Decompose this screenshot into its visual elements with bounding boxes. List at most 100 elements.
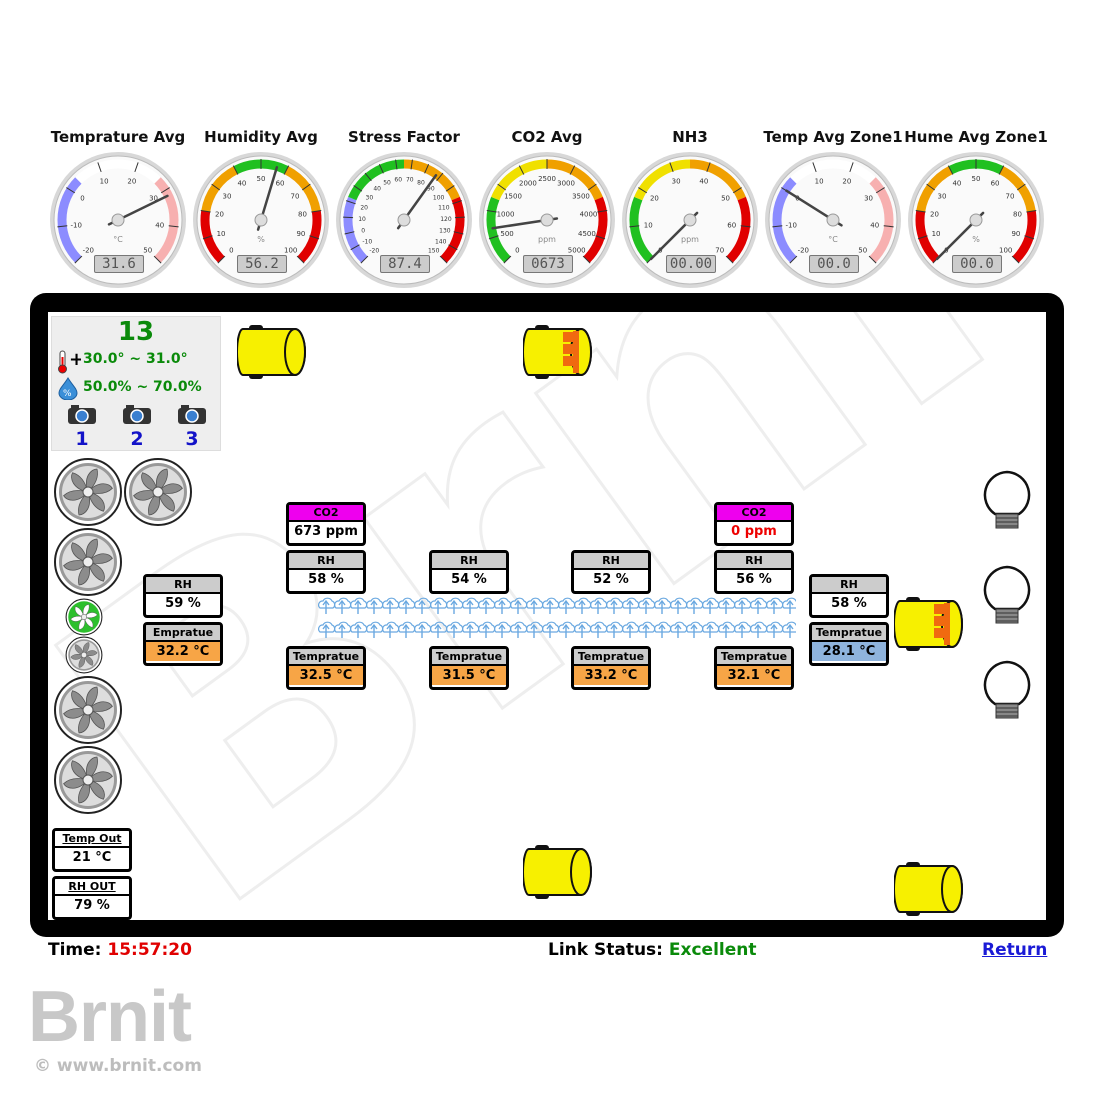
airflow-cloud-icon [494,597,512,614]
gauge-5-dial: 010203040506070ppm [622,152,758,288]
gauge-tick-label: 90 [296,230,305,238]
co2-sensor-1-label: CO2 [289,505,363,522]
camera-3-button[interactable]: 3 [176,403,208,449]
gauge-tick-label: 40 [237,180,246,188]
gauge-tick-label: 80 [417,180,425,187]
gauge-tick-label: 80 [1013,210,1022,218]
temp-sensor-5[interactable]: Tempratue 32.1 °C [714,646,794,690]
light-bulb-2[interactable] [981,565,1033,629]
fan-icon [65,636,103,674]
rh-sensor-1[interactable]: RH 59 % [143,574,223,618]
active-heater-4[interactable] [893,595,968,657]
gauge-tick-label: 10 [217,230,226,238]
gauge-tick-label: 40 [870,222,879,230]
airflow-cloud-icon [430,621,448,638]
rh-sensor-2[interactable]: RH 58 % [286,550,366,594]
rh-sensor-2-label: RH [289,553,363,570]
temp-sensor-3[interactable]: Tempratue 31.5 °C [429,646,509,690]
outside-temp-sensor[interactable]: Temp Out 21 °C [52,828,132,872]
gauge-tick-label: 20 [360,205,368,212]
gauge-4-title: CO2 Avg [511,128,583,146]
gauge-unit: ppm [681,235,699,244]
airflow-cloud-icon [494,621,512,638]
fan-6[interactable] [53,675,123,749]
gauge-2-title: Humidity Avg [204,128,318,146]
airflow-cloud-icon [478,597,496,614]
airflow-cloud-icon [510,621,528,638]
heater-3[interactable] [522,843,597,905]
airflow-cloud-icon [590,597,608,614]
rh-sensor-3[interactable]: RH 54 % [429,550,509,594]
gauge-tick-label: 100 [999,247,1012,255]
airflow-cloud-icon [366,621,384,638]
outside-rh-sensor[interactable]: RH OUT 79 % [52,876,132,920]
thermometer-icon: + [57,349,84,379]
airflow-indicator [318,597,796,638]
co2-sensor-2[interactable]: CO2 0 ppm [714,502,794,546]
rh-sensor-4[interactable]: RH 52 % [571,550,651,594]
gauge-tick-label: 10 [358,216,366,223]
gauge-tick-label: 50 [257,175,266,183]
fan-2[interactable] [123,457,193,531]
airflow-cloud-icon [446,621,464,638]
return-link[interactable]: Return [982,940,1048,960]
active-heater-2[interactable] [522,323,597,385]
rh-sensor-3-label: RH [432,553,506,570]
gauge-tick-label: 110 [438,205,450,212]
airflow-cloud-icon [350,597,368,614]
fan-3[interactable] [53,527,123,601]
link-status-value: Excellent [668,940,757,960]
airflow-cloud-icon [558,597,576,614]
temp-sensor-3-value: 31.5 °C [432,666,506,685]
rh-sensor-1-label: RH [146,577,220,594]
gauge-tick-label: 1000 [497,210,515,218]
airflow-cloud-icon [638,597,656,614]
gauge-7-title: Hume Avg Zone1 [904,128,1048,146]
fan-4[interactable] [65,598,103,640]
gauge-tick-label: 150 [428,248,440,255]
heater-5[interactable] [893,860,968,922]
airflow-cloud-icon [734,597,752,614]
airflow-cloud-icon [766,597,784,614]
temp-sensor-1[interactable]: Empratue 32.2 °C [143,622,223,666]
light-bulb-1[interactable] [981,470,1033,534]
airflow-cloud-icon [446,597,464,614]
gauge-tick-label: 90 [427,186,435,193]
rh-sensor-6-label: RH [812,577,886,594]
humidity-icon: % [56,376,80,404]
fan-icon [124,458,192,526]
gauge-3-readout: 87.4 [380,255,430,273]
rh-sensor-6[interactable]: RH 58 % [809,574,889,618]
gauge-1-readout: 31.6 [94,255,144,273]
gauge-tick-label: 3500 [572,192,590,200]
gauge-tick-label: 20 [930,210,939,218]
temp-sensor-4[interactable]: Tempratue 33.2 °C [571,646,651,690]
fan-7[interactable] [53,745,123,819]
temp-sensor-6[interactable]: Tempratue 28.1 °C [809,622,889,666]
rh-sensor-5[interactable]: RH 56 % [714,550,794,594]
temp-sensor-5-label: Tempratue [717,649,791,666]
gauge-tick-label: 10 [932,230,941,238]
fan-1[interactable] [53,457,123,531]
gauge-tick-label: 40 [952,180,961,188]
camera-1-button[interactable]: 1 [66,403,98,449]
gauge-tick-label: 100 [433,194,445,201]
gauge-tick-label: 4500 [578,230,596,238]
temp-sensor-2[interactable]: Tempratue 32.5 °C [286,646,366,690]
rh-sensor-5-value: 56 % [736,572,772,587]
light-bulb-3[interactable] [981,660,1033,724]
co2-sensor-1[interactable]: CO2 673 ppm [286,502,366,546]
gauge-tick-label: 40 [699,177,708,185]
heater-icon [893,597,963,651]
gauge-7: Hume Avg Zone10102030405060708090100%00.… [904,128,1048,288]
gauge-tick-label: 120 [440,216,452,223]
gauge-tick-label: 40 [373,186,381,193]
fan-5[interactable] [65,636,103,678]
heater-1[interactable] [236,323,311,385]
camera-2-button[interactable]: 2 [121,403,153,449]
camera-icon [178,405,206,424]
